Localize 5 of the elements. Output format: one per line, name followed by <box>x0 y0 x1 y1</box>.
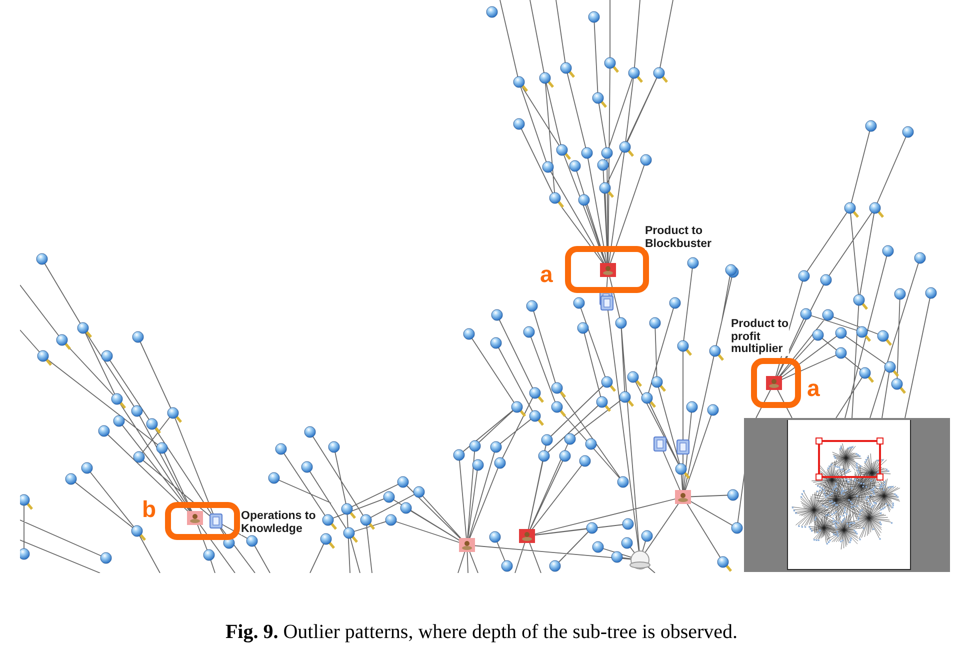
annotation-label: Product to profit multiplier <box>731 318 789 356</box>
pattern-letter: a <box>540 262 553 286</box>
pattern-letter: b <box>142 497 156 521</box>
pattern-letter: a <box>807 376 820 400</box>
figure-caption: Fig. 9. Outlier patterns, where depth of the sub-tree is observed. <box>225 620 738 644</box>
